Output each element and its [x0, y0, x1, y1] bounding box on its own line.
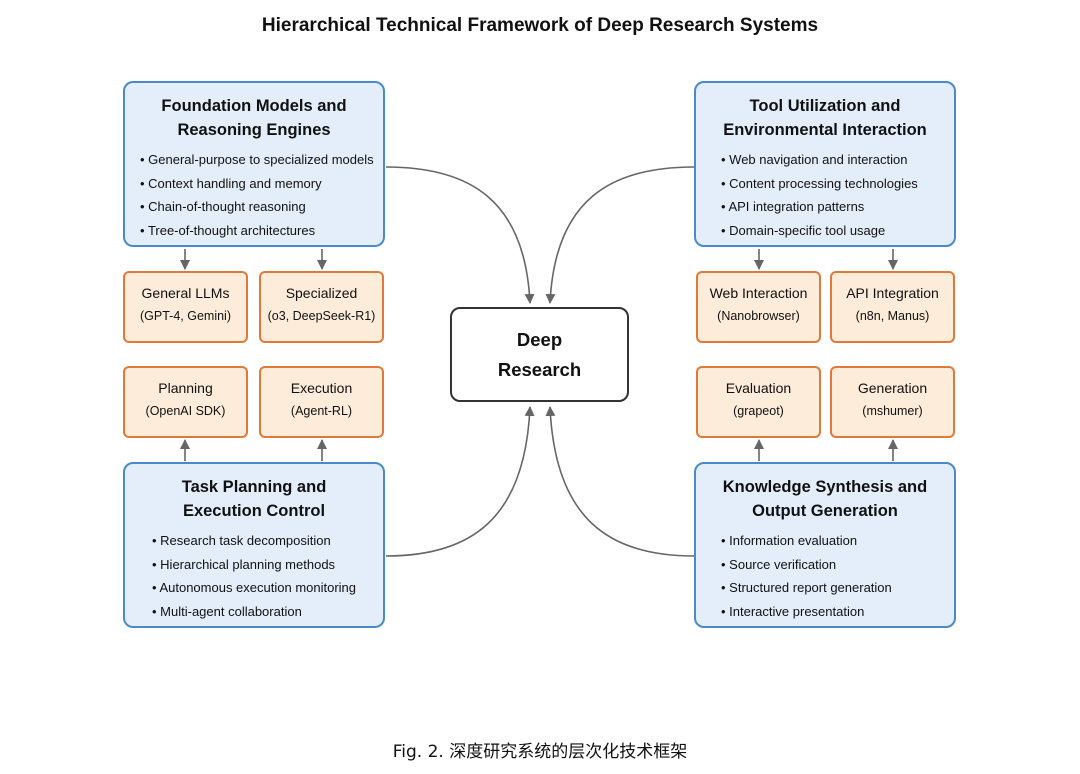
- sub-detail: (Agent-RL): [290, 404, 353, 418]
- arrow-tools-to-center: [545, 166, 695, 304]
- bullet-item: Content processing technologies: [721, 172, 954, 196]
- arrow-foundation-to-center: [385, 166, 535, 304]
- bullet-item: Web navigation and interaction: [721, 148, 954, 172]
- sub-execution: Execution (Agent-RL): [259, 366, 384, 438]
- foundation-title: Foundation Models and Reasoning Engines: [125, 94, 383, 142]
- planning-title-line2: Execution Control: [182, 502, 326, 520]
- sub-detail: (o3, DeepSeek-R1): [267, 309, 376, 323]
- bullet-item: General-purpose to specialized models: [140, 148, 383, 172]
- sub-label: API Integration: [846, 285, 939, 301]
- knowledge-box: Knowledge Synthesis and Output Generatio…: [694, 462, 956, 628]
- sub-label: Specialized: [285, 285, 358, 301]
- bullet-item: Structured report generation: [721, 576, 954, 600]
- foundation-title-line2: Reasoning Engines: [177, 121, 331, 139]
- sub-label: Generation: [857, 380, 928, 396]
- bullet-item: Autonomous execution monitoring: [152, 576, 383, 600]
- bullet-item: Information evaluation: [721, 529, 954, 553]
- sub-evaluation: Evaluation (grapeot): [696, 366, 821, 438]
- bullet-item: Source verification: [721, 553, 954, 577]
- planning-bullets: Research task decomposition Hierarchical…: [125, 529, 383, 623]
- foundation-box: Foundation Models and Reasoning Engines …: [123, 81, 385, 247]
- bullet-item: API integration patterns: [721, 195, 954, 219]
- sub-planning: Planning (OpenAI SDK): [123, 366, 248, 438]
- tools-title-line2: Environmental Interaction: [723, 121, 927, 139]
- sub-label: Evaluation: [725, 380, 792, 396]
- sub-detail: (OpenAI SDK): [145, 404, 226, 418]
- tools-bullets: Web navigation and interaction Content p…: [696, 148, 954, 242]
- sub-general-llms: General LLMs (GPT-4, Gemini): [123, 271, 248, 343]
- sub-detail: (mshumer): [862, 404, 923, 418]
- sub-generation: Generation (mshumer): [830, 366, 955, 438]
- knowledge-bullets: Information evaluation Source verificati…: [696, 529, 954, 623]
- center-line1: Deep: [516, 328, 563, 350]
- bullet-item: Multi-agent collaboration: [152, 600, 383, 624]
- sub-specialized: Specialized (o3, DeepSeek-R1): [259, 271, 384, 343]
- foundation-bullets: General-purpose to specialized models Co…: [125, 148, 383, 242]
- sub-label: Execution: [290, 380, 353, 396]
- tools-title-line1: Tool Utilization and: [749, 97, 901, 115]
- arrow-knowledge-to-center: [545, 406, 695, 557]
- tools-title: Tool Utilization and Environmental Inter…: [696, 94, 954, 142]
- sub-detail: (Nanobrowser): [717, 309, 800, 323]
- figure-caption: Fig. 2. 深度研究系统的层次化技术框架: [392, 742, 688, 762]
- bullet-item: Research task decomposition: [152, 529, 383, 553]
- planning-title-line1: Task Planning and: [181, 478, 327, 496]
- sub-api-integration: API Integration (n8n, Manus): [830, 271, 955, 343]
- bullet-item: Hierarchical planning methods: [152, 553, 383, 577]
- bullet-item: Interactive presentation: [721, 600, 954, 624]
- arrow-planning-to-center: [385, 406, 535, 557]
- bullet-item: Chain-of-thought reasoning: [140, 195, 383, 219]
- bullet-item: Tree-of-thought architectures: [140, 219, 383, 243]
- sub-detail: (GPT-4, Gemini): [140, 309, 231, 323]
- sub-label: Planning: [158, 380, 213, 396]
- sub-label: Web Interaction: [709, 285, 808, 301]
- deep-research-box: Deep Research: [450, 307, 629, 402]
- sub-web-interaction: Web Interaction (Nanobrowser): [696, 271, 821, 343]
- bullet-item: Context handling and memory: [140, 172, 383, 196]
- sub-detail: (grapeot): [733, 404, 784, 418]
- knowledge-title-line2: Output Generation: [752, 502, 898, 520]
- sub-detail: (n8n, Manus): [855, 309, 930, 323]
- knowledge-title: Knowledge Synthesis and Output Generatio…: [696, 475, 954, 523]
- tools-box: Tool Utilization and Environmental Inter…: [694, 81, 956, 247]
- diagram-title: Hierarchical Technical Framework of Deep…: [261, 15, 819, 36]
- knowledge-title-line1: Knowledge Synthesis and: [722, 478, 928, 496]
- bullet-item: Domain-specific tool usage: [721, 219, 954, 243]
- foundation-title-line1: Foundation Models and: [161, 97, 347, 115]
- planning-box: Task Planning and Execution Control Rese…: [123, 462, 385, 628]
- center-line2: Research: [497, 358, 582, 380]
- sub-label: General LLMs: [141, 285, 230, 301]
- planning-title: Task Planning and Execution Control: [125, 475, 383, 523]
